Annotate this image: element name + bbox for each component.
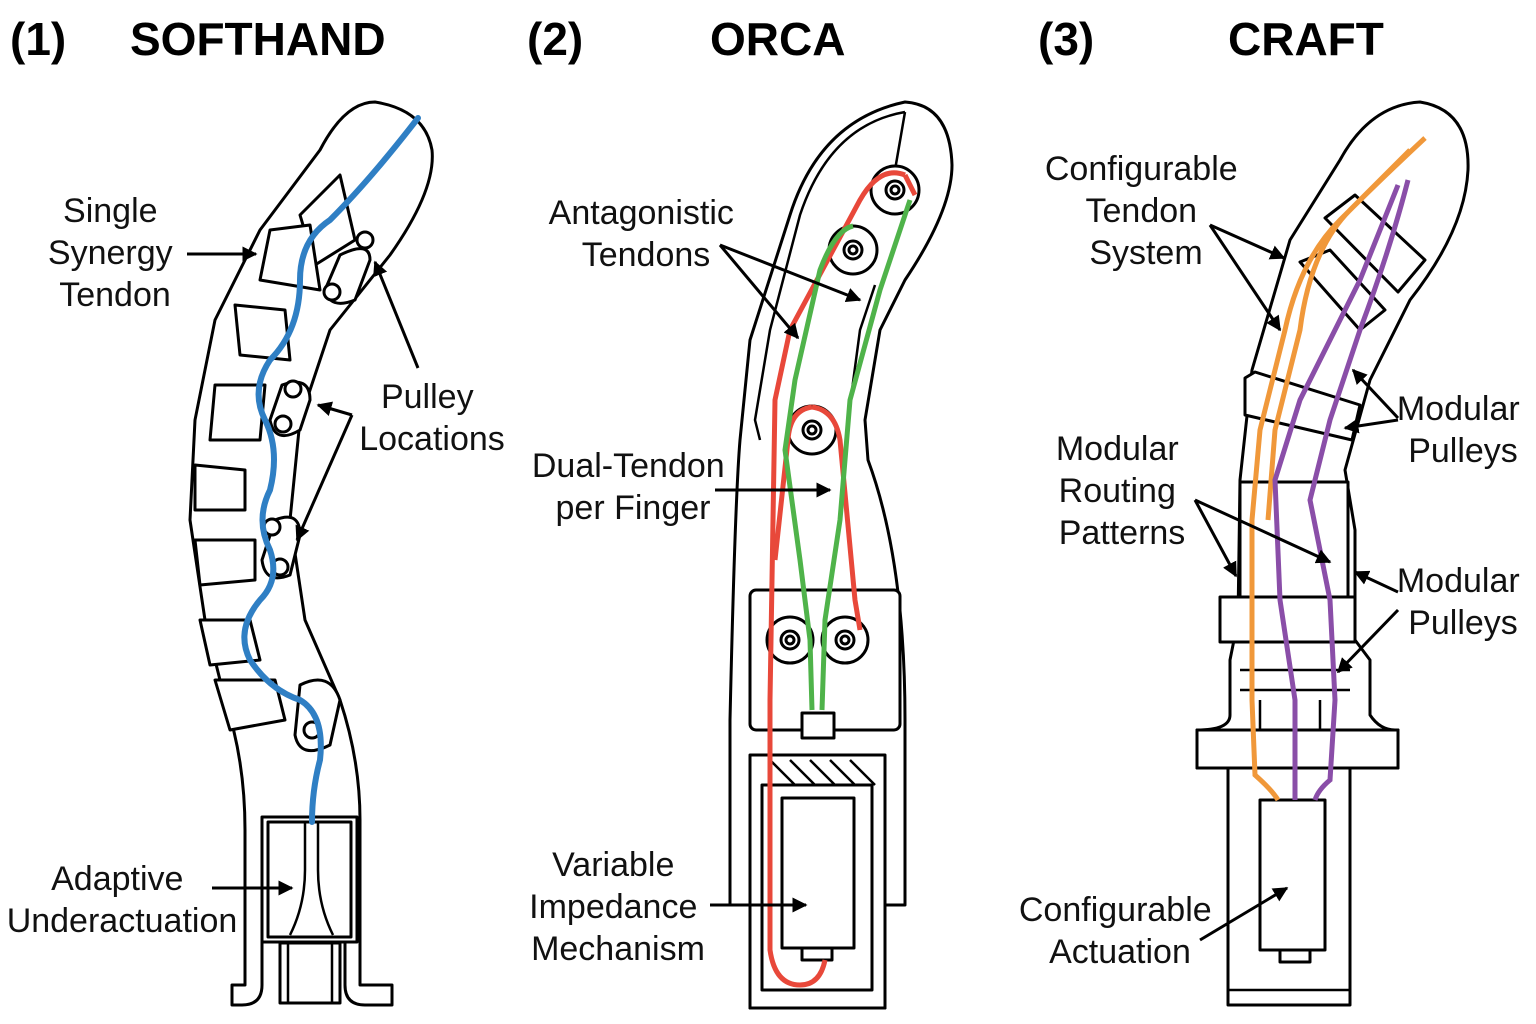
craft-tendon-orange (1249, 136, 1427, 802)
label-configurable-tendon-system: Configurable Tendon System (1045, 150, 1247, 272)
softhand-motor (278, 941, 342, 1005)
arrow-pulleys-lower-1 (1353, 570, 1399, 594)
arrow-tendon-system-1 (1209, 223, 1286, 260)
label-modular-pulleys-upper: Modular Pulleys (1397, 390, 1529, 470)
label-modular-pulleys-lower: Modular Pulleys (1397, 562, 1529, 642)
orca-tendon-red (767, 170, 918, 988)
craft-motor (1258, 798, 1327, 952)
softhand-tendon (241, 115, 421, 825)
label-antagonistic-tendons: Antagonistic Tendons (549, 194, 744, 274)
orca-annotations: Antagonistic Tendons Dual-Tendon per Fin… (529, 194, 862, 968)
craft-finger (1195, 100, 1470, 1007)
label-configurable-actuation: Configurable Actuation (1019, 891, 1221, 971)
softhand-segments (193, 173, 357, 732)
softhand-annotations: Single Synergy Tendon Pulley Locations A… (7, 192, 505, 940)
panel-1-title: SOFTHAND (130, 13, 386, 65)
panel-3-title: CRAFT (1228, 13, 1384, 65)
craft-tendon-purple (1272, 179, 1411, 801)
label-dual-tendon: Dual-Tendon per Finger (532, 447, 734, 527)
arrow-tendon-system-2 (1208, 224, 1282, 332)
softhand-finger (188, 100, 434, 1007)
panel-3-number: (3) (1038, 13, 1094, 65)
arrow-routing-2 (1194, 498, 1332, 564)
label-variable-impedance: Variable Impedance Mechanism (529, 846, 707, 968)
arrow-antagonistic-2 (718, 244, 800, 340)
panel-1-number: (1) (10, 13, 66, 65)
orca-tendon-green (782, 199, 913, 711)
arrow-routing-1 (1193, 499, 1238, 578)
orca-motor (780, 796, 856, 950)
arrow-pulley-2 (316, 401, 353, 417)
label-single-synergy-tendon: Single Synergy Tendon (48, 192, 182, 314)
arrow-pulleys-lower-2 (1336, 608, 1400, 674)
arrow-pulleys-upper-2 (1343, 418, 1399, 434)
arrow-pulley-1 (373, 260, 420, 369)
label-modular-routing-patterns: Modular Routing Patterns (1056, 430, 1188, 552)
arrow-antagonistic-1 (719, 243, 862, 303)
arrow-pulley-3 (295, 414, 354, 542)
label-adaptive-underactuation: Adaptive Underactuation (7, 860, 238, 940)
panel-2-title: ORCA (710, 13, 845, 65)
arrow-pulleys-upper-1 (1351, 368, 1400, 420)
label-pulley-locations: Pulley Locations (359, 378, 505, 458)
orca-finger (728, 100, 954, 1010)
panel-2-number: (2) (527, 13, 583, 65)
arrow-actuation (1199, 886, 1289, 942)
craft-annotations: Configurable Tendon System Modular Routi… (1019, 150, 1529, 971)
